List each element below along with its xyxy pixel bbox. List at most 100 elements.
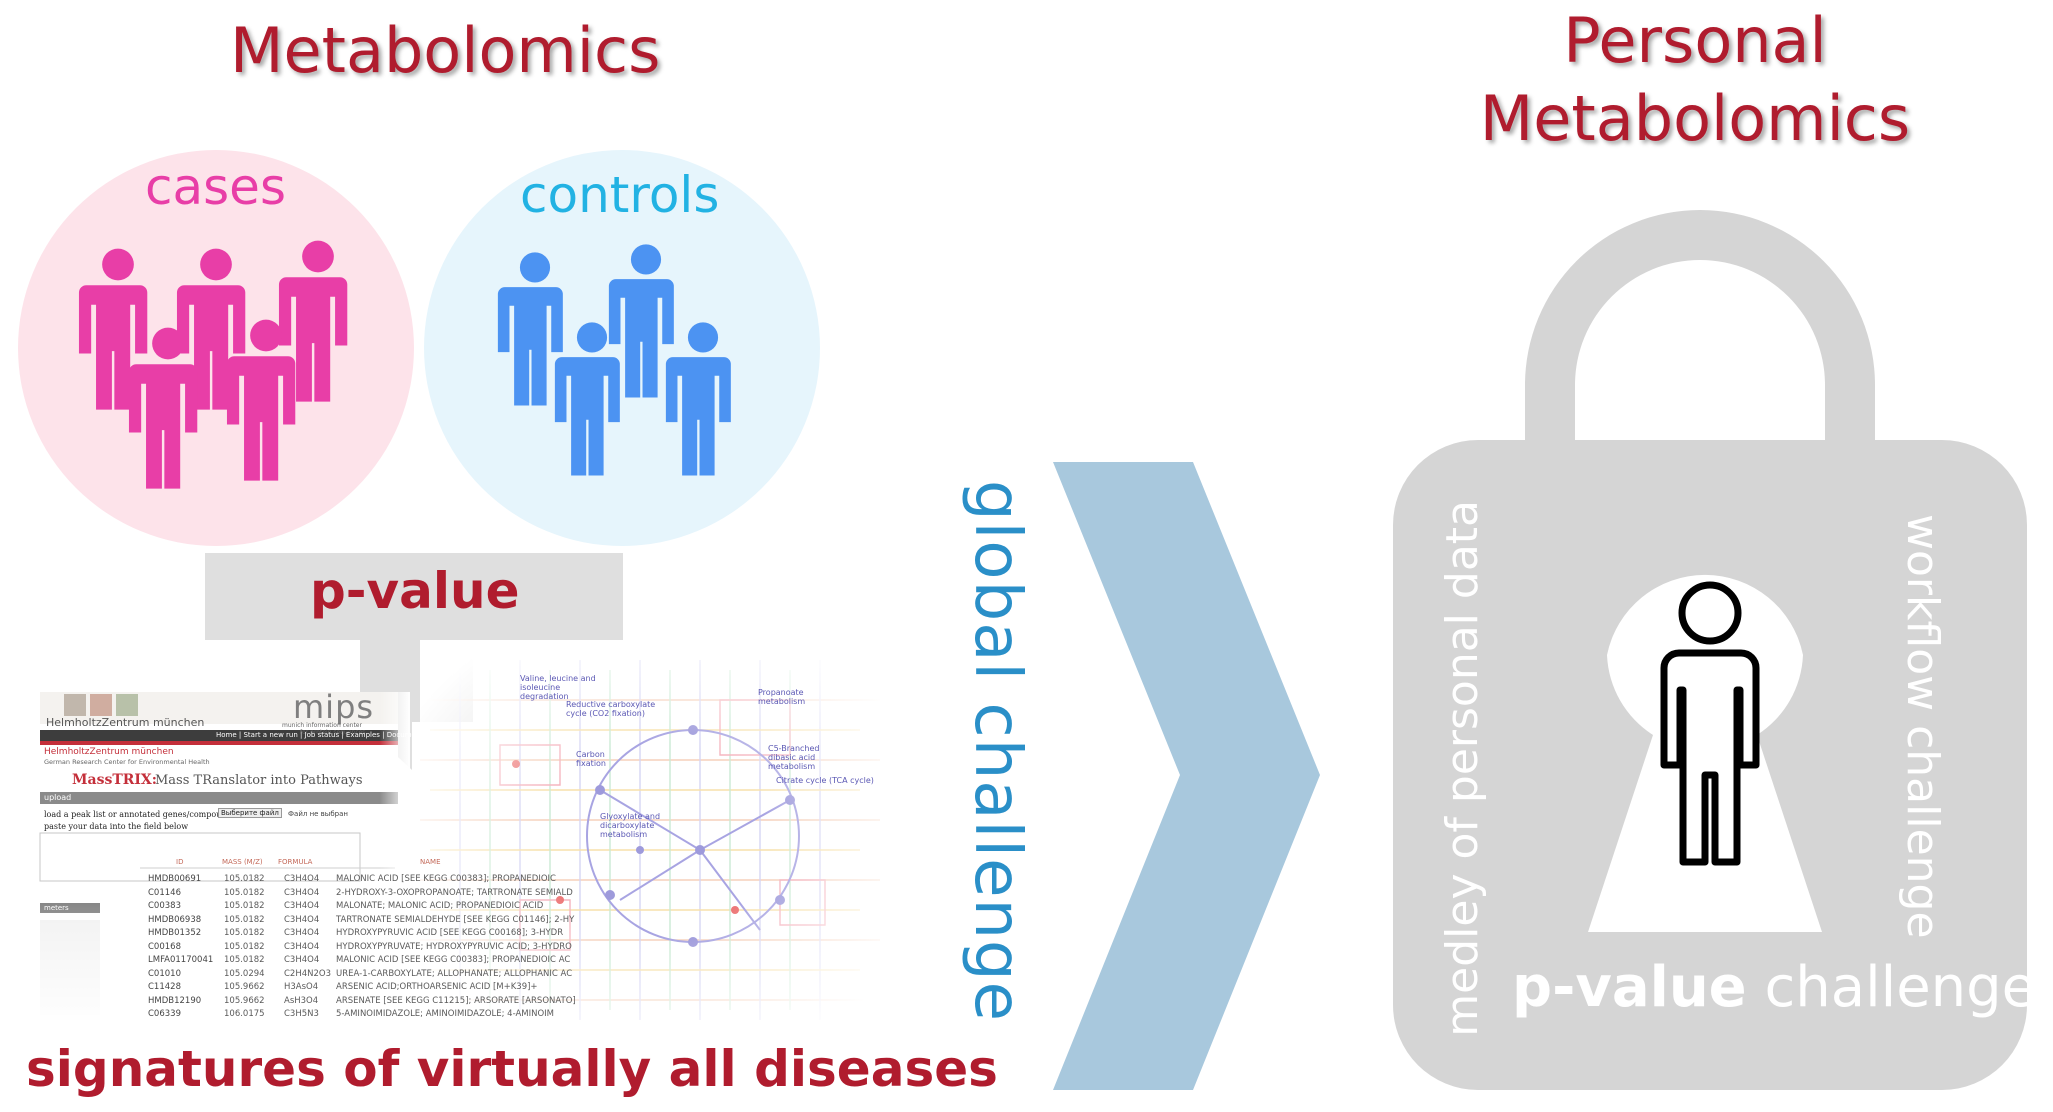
table-cell-mass: 105.9662 [224,995,265,1006]
table-cell-formula: C3H4O4 [284,914,320,925]
map-label-valine: Valine, leucine and isoleucine degradati… [520,674,596,701]
table-cell-name: TARTRONATE SEMIALDEHYDE [SEE KEGG C01146… [336,914,575,925]
global-challenge-label: global challenge [960,480,1034,1022]
table-row: C01010 105.0294 C2H4N2O3 UREA-1-CARBOXYLATE… [148,968,573,982]
table-cell-name: UREA-1-CARBOXYLATE; ALLOPHANATE; ALLOPHA… [336,968,573,979]
table-cell-id: HMDB01352 [148,928,202,938]
screenshot-no-file: Файл не выбран [288,810,348,818]
pvalue-challenge-label: p-value challenge [1512,955,2036,1020]
table-row: C01146 105.0182 C3H4O4 2-HYDROXY-3-OXOPROPA… [148,887,573,901]
table-cell-formula: C3H4O4 [284,928,320,938]
workflow-challenge-label: workflow challenge [1897,514,1948,939]
personal-title-line1: Personal [1563,4,1827,77]
table-cell-mass: 105.9662 [224,982,265,992]
screenshot-fade [240,692,410,1032]
chevron-arrow-icon [1053,462,1320,1090]
map-label-propanoate: Propanoate metabolism [758,688,806,706]
map-label-glyoxylate: Glyoxylate and dicarboxylate metabolism [600,812,661,839]
table-cell-id: C06339 [148,1009,181,1019]
cases-label: cases [145,158,286,216]
table-cell-mass: 105.0182 [224,955,265,965]
table-row: C06339 106.0175 C3H5N3 5-AMINOIMIDAZOLE; AM… [148,1008,566,1022]
personal-metabolomics-title: Personal Metabolomics [1460,2,1930,158]
metabolomics-title: Metabolomics [230,14,661,87]
table-cell-name: HYDROXYPYRUVIC ACID [SEE KEGG C00168]; 3… [336,928,564,938]
screenshot-col-id: ID [176,858,184,866]
map-label-carbon: Carbon fixation [576,750,606,768]
pvalue-arrow-box [205,553,623,770]
table-cell-name: MALONIC ACID [SEE KEGG C00383]; PROPANED… [336,874,556,884]
pvalue-challenge-bold: p-value [1512,955,1747,1020]
table-cell-mass: 105.0182 [224,941,265,952]
personal-title-line2: Metabolomics [1479,82,1911,155]
table-cell-formula: C3H4O4 [284,955,320,965]
table-cell-name: ARSENIC ACID;ORTHOARSENIC ACID [M+K39]+ [336,982,538,992]
table-cell-mass: 105.0182 [224,887,265,898]
table-cell-formula: C3H5N3 [284,1009,319,1019]
table-cell-id: HMDB06938 [148,914,202,925]
screenshot-col-mass: MASS (M/Z) [222,858,263,866]
map-label-citrate: Citrate cycle (TCA cycle) [776,776,874,785]
map-label-c5: C5-Branched dibasic acid metabolism [768,744,820,771]
table-row: HMDB01352 105.0182 C3H4O4 HYDROXYPYRUVIC AC… [148,927,566,941]
table-cell-name: 2-HYDROXY-3-OXOPROPANOATE; TARTRONATE SE… [336,887,573,898]
medley-personal-data-label: medley of personal data [1437,500,1488,1037]
table-row: C00168 105.0182 C3H4O4 HYDROXYPYRUVATE; HYD… [148,941,572,955]
table-row: LMFA01170041 105.0182 C3H4O4 MALONIC ACID [… [148,954,571,968]
screenshot-mips-sub2: for protein sequences [300,729,366,736]
screenshot-upload-label: upload [44,793,72,802]
table-cell-mass: 105.0294 [224,968,265,979]
table-cell-mass: 105.0182 [224,914,265,925]
map-label-reductive: Reductive carboxylate cycle (CO2 fixatio… [566,700,656,718]
table-cell-mass: 106.0175 [224,1009,265,1019]
table-cell-name: 5-AMINOIMIDAZOLE; AMINOIMIDAZOLE; 4-AMIN… [336,1009,555,1019]
table-cell-name: ARSENATE [SEE KEGG C11215]; ARSORATE [AR… [336,995,576,1006]
table-cell-formula: C3H4O4 [284,887,320,898]
pvalue-challenge-rest: challenge [1746,955,2037,1020]
signatures-label: signatures of virtually all diseases [26,1040,998,1098]
keyhole [1588,574,1822,932]
table-cell-id: LMFA01170041 [148,955,214,965]
table-cell-mass: 105.0182 [224,901,265,911]
padlock-icon [1393,210,2027,1090]
screenshot-tool-subtitle: Mass TRanslator into Pathways [155,773,363,788]
table-cell-formula: AsH3O4 [284,995,319,1006]
table-cell-id: C01010 [148,968,181,979]
table-row: C00383 105.0182 C3H4O4 MALONATE; MALONIC AC… [148,900,566,914]
table-cell-mass: 105.0182 [224,928,265,938]
screenshot-header-org: HelmholtzZentrum münchen [44,747,174,757]
screenshot-mips-sub1: munich information center [282,722,362,729]
screenshot-col-name: NAME [420,858,441,866]
screenshot-paste-label: paste your data into the field below [44,822,189,831]
table-cell-name: MALONIC ACID [SEE KEGG C00383]; PROPANED… [336,955,571,965]
screenshot-header-sub: German Research Center for Environmental… [44,758,210,766]
table-cell-id: C01146 [148,887,181,898]
table-cell-id: HMDB12190 [148,995,202,1006]
pvalue-label: p-value [310,562,520,620]
screenshot-parameters: meters [44,904,69,912]
table-row: HMDB12190 105.9662 AsH3O4 ARSENATE [SEE KEG… [148,995,576,1009]
screenshot-choose-button: Выберите файл [218,808,282,818]
screenshot-tool-title: MassTRIX: [72,772,157,788]
table-cell-formula: C3H4O4 [284,941,320,952]
screenshot-peak-list: load a peak list or annotated genes/comp… [44,810,236,819]
map-fade [420,640,890,1040]
person-outline-icon [1660,581,1760,866]
table-cell-formula: C3H4O4 [284,901,320,911]
table-cell-id: HMDB00691 [148,874,202,884]
table-cell-id: C00383 [148,901,181,911]
table-cell-name: HYDROXYPYRUVATE; HYDROXYPYRUVIC ACID; 3-… [336,941,572,952]
table-cell-mass: 105.0182 [224,874,265,884]
screenshot-col-formula: FORMULA [278,858,313,866]
table-cell-id: C00168 [148,941,181,952]
controls-circle [424,150,820,546]
table-row: HMDB06938 105.0182 C3H4O4 TARTRONATE SEMIAL… [148,914,575,928]
screenshot-nav: Home | Start a new run | Job status | Ex… [216,731,427,739]
table-cell-formula: C2H4N2O3 [284,968,332,979]
table-cell-name: MALONATE; MALONIC ACID; PROPANEDIOIC ACI… [336,901,544,911]
table-cell-formula: H3AsO4 [284,982,319,992]
